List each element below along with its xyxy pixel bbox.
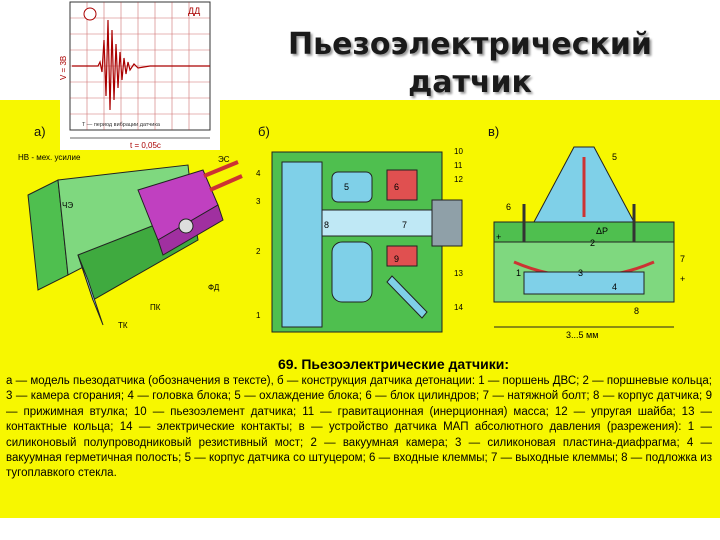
callout-a-1: ЭС [218,155,230,164]
dimension-label: 3...5 мм [566,330,598,340]
callout-b-1: 3 [256,197,261,206]
title-line-2: датчик [408,65,532,100]
callout-b-9: 5 [344,182,349,192]
callout-c-2: ΔP [596,226,608,236]
callout-c-3: 2 [590,238,595,248]
callout-b-6: 12 [454,175,463,184]
callout-c-1: 6 [506,202,511,212]
callout-c-6: 4 [612,282,617,292]
callout-b-2: 2 [256,247,261,256]
panel-a-diagram: НВ - мех. усилие ЭС ЧЭ ФД ПК ТК [18,153,243,330]
callout-c-9: + [496,232,501,242]
callout-b-5: 11 [454,161,463,170]
callout-c-10: + [680,274,685,284]
panel-b-diagram: 4 3 2 1 10 11 12 13 14 5 6 7 8 9 [256,147,463,333]
callout-b-4: 10 [454,147,463,156]
callout-a-2: ЧЭ [62,201,73,210]
callout-b-3: 1 [256,311,261,320]
callout-b-8: 14 [454,303,463,312]
slide-title: Пьезоэлектрический датчик [250,26,690,102]
callout-a-4: ПК [150,303,161,312]
callout-b-7: 13 [454,269,463,278]
panel-c-diagram: 5 6 ΔP 2 3 1 4 7 8 + + 3...5 мм [493,146,685,340]
callout-a-0: НВ - мех. усилие [18,153,81,162]
callout-a-5: ТК [118,321,128,330]
oscillogram-corner-label: ДД [188,6,200,16]
callout-c-4: 3 [578,268,583,278]
panel-b-label: б) [258,124,270,139]
title-line-1: Пьезоэлектрический [288,27,652,62]
callout-c-8: 8 [634,306,639,316]
caption-title: 69. Пьезоэлектрические датчики: [278,356,510,372]
callout-a-3: ФД [208,283,220,292]
callout-c-0: 5 [612,152,617,162]
callout-c-7: 7 [680,254,685,264]
panel-a-label: а) [34,124,46,139]
figure-caption: 69. Пьезоэлектрические датчики: а — моде… [0,352,720,518]
callout-b-0: 4 [256,169,261,178]
oscillogram-y-label: V = 3В [60,56,68,80]
oscillogram: ДД V = 3В T — период вибрации датчика t … [59,0,220,150]
oscillogram-x-label: t = 0,05с [130,141,161,150]
callout-b-11: 7 [402,220,407,230]
callout-c-5: 1 [516,268,521,278]
callout-b-13: 9 [394,254,399,264]
panel-c-label: в) [488,124,500,139]
caption-text: а — модель пьезодатчика (обозначения в т… [6,375,712,480]
oscillogram-note: T — период вибрации датчика [82,122,161,128]
callout-b-12: 8 [324,220,329,230]
callout-b-10: 6 [394,182,399,192]
